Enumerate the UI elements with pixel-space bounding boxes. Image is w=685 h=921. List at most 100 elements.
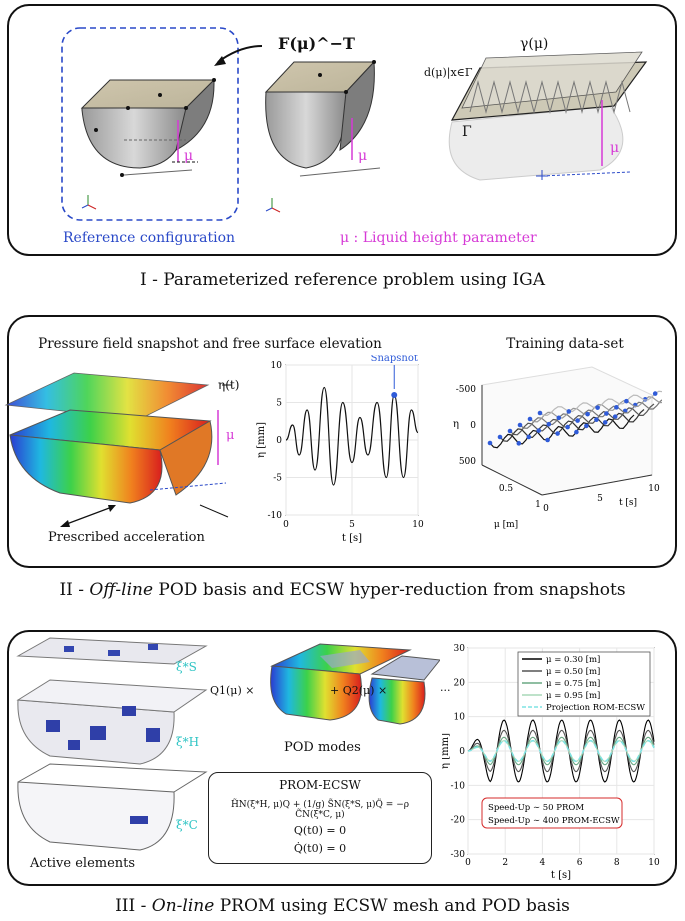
chart2-snapshot-point bbox=[595, 405, 600, 410]
chart2-snapshot-point bbox=[594, 417, 599, 423]
mu-label-ref: μ bbox=[184, 148, 194, 164]
liquid-height-label: μ : Liquid height parameter bbox=[340, 230, 537, 246]
chart3-ytick: 30 bbox=[454, 644, 466, 654]
chart2-snapshot-point bbox=[574, 429, 579, 435]
prom-equation-1: H̃N(ξ*H, μ)Q + (1/g) S̃N(ξ*S, μ)Q̈ = −ρ … bbox=[230, 800, 410, 820]
chart2-zlabel: η bbox=[453, 419, 459, 430]
chart1-xtick: 5 bbox=[349, 520, 355, 530]
chart2-snapshot-point bbox=[527, 416, 533, 422]
chart2-snapshot-point bbox=[546, 421, 552, 427]
pod-modes-graphic bbox=[270, 643, 440, 725]
chart2-snapshot-point bbox=[556, 415, 562, 421]
chart3-xtick: 4 bbox=[540, 858, 546, 868]
prom-equation-2: Q(t0) = 0 bbox=[293, 824, 347, 837]
ellipsis-label: ··· bbox=[440, 684, 451, 697]
chart2-snapshot-point bbox=[536, 428, 542, 433]
prom-ecsw-title: PROM-ECSW bbox=[279, 778, 361, 792]
deformed-shape bbox=[264, 60, 381, 213]
chart2-snapshot-point bbox=[537, 410, 543, 416]
gamma-label: Γ bbox=[462, 124, 472, 140]
chart2-mutick: 1 bbox=[535, 500, 541, 510]
chart1-ytick: 5 bbox=[276, 399, 282, 409]
chart1-ylabel: η [mm] bbox=[256, 422, 267, 458]
gamma-mu-label: γ(μ) bbox=[520, 36, 549, 52]
chart3-xtick: 2 bbox=[502, 858, 508, 868]
chart3-legend-label: μ = 0.50 [m] bbox=[546, 667, 600, 677]
chart2-ttick: 10 bbox=[648, 484, 660, 494]
chart3-legend-label: μ = 0.75 [m] bbox=[546, 679, 600, 689]
caption-panel1: I - Parameterized reference problem usin… bbox=[139, 270, 545, 290]
chart2-ztick: -500 bbox=[456, 385, 476, 395]
chart2-snapshot-point bbox=[497, 434, 503, 440]
chart2-snapshot-point bbox=[487, 440, 493, 446]
chart1-xtick: 0 bbox=[283, 520, 289, 530]
chart1-snapshot-label: Snapshot bbox=[371, 355, 418, 364]
chart1-xlabel: t [s] bbox=[342, 533, 362, 544]
chart2-snapshot-point bbox=[602, 420, 608, 425]
panel1-graphics bbox=[61, 27, 648, 221]
chart3-series-line bbox=[467, 736, 655, 766]
chart2-snapshot-point bbox=[565, 424, 570, 430]
chart2-snapshot-point bbox=[555, 431, 560, 436]
chart1-ytick: -5 bbox=[273, 474, 282, 484]
panel-online bbox=[7, 630, 677, 886]
chart2-snapshot-point bbox=[575, 418, 580, 423]
chart3-series-line bbox=[467, 719, 655, 783]
prom-ecsw-box bbox=[208, 772, 432, 864]
chart2-mulabel: μ [m] bbox=[494, 520, 518, 530]
chart3-ytick: -30 bbox=[451, 850, 466, 860]
panel-offline bbox=[7, 315, 677, 568]
pressure-field-title: Pressure field snapshot and free surface… bbox=[38, 336, 382, 352]
chart3-series-line bbox=[467, 729, 655, 773]
chart3-xtick: 10 bbox=[648, 858, 660, 868]
q1-label: Q1(μ) × bbox=[210, 684, 255, 697]
chart3-ytick: 20 bbox=[454, 678, 466, 688]
panel-reference-problem bbox=[7, 4, 677, 256]
chart2-tlabel: t [s] bbox=[619, 498, 637, 508]
eta-t-label: η(t) bbox=[218, 378, 240, 392]
chart3-legend-box bbox=[517, 651, 651, 717]
caption-panel3: III - On-line PROM using ECSW mesh and P… bbox=[115, 896, 570, 916]
chart2-snapshot-point bbox=[526, 434, 532, 440]
pod-modes-label: POD modes bbox=[284, 740, 361, 755]
training-dataset-title: Training data-set bbox=[506, 336, 624, 352]
xi-h-label: ξ*H bbox=[176, 735, 200, 749]
reference-shape bbox=[80, 78, 216, 210]
chart2-snapshot-point bbox=[507, 428, 513, 434]
q2-label: + Q2(μ) × bbox=[330, 684, 388, 697]
chart3-series-line bbox=[467, 739, 655, 763]
chart3-ytick: -20 bbox=[451, 816, 466, 826]
mu-label-surface: μ bbox=[610, 140, 620, 156]
prescribed-acceleration-label: Prescribed acceleration bbox=[48, 530, 205, 545]
chart2-ttick: 0 bbox=[543, 504, 549, 514]
chart2-taxis bbox=[541, 474, 653, 496]
chart2-ttick: 5 bbox=[597, 494, 603, 504]
chart3-xtick: 8 bbox=[614, 858, 620, 868]
chart2-snapshot-point bbox=[585, 411, 590, 417]
chart1-ytick: 0 bbox=[276, 436, 282, 446]
xi-s-label: ξ*S bbox=[176, 660, 197, 674]
operator-label: F(μ)^−T bbox=[278, 34, 355, 53]
chart3-ytick: -10 bbox=[451, 781, 466, 791]
chart2-snapshot-point bbox=[604, 411, 609, 416]
chart2-snapshot-point bbox=[584, 423, 589, 429]
speedup-ecsw: Speed-Up ∼ 400 PROM-ECSW bbox=[488, 816, 620, 826]
speedup-box bbox=[481, 797, 623, 829]
active-elements-label: Active elements bbox=[30, 856, 136, 871]
chart2-ztick: 500 bbox=[459, 457, 476, 467]
chart2-mutick: 0.5 bbox=[499, 484, 514, 494]
chart1-xtick: 10 bbox=[412, 520, 424, 530]
chart2-snapshot-point bbox=[566, 409, 572, 414]
chart2-series-line bbox=[539, 390, 662, 417]
chart3-ytick: 10 bbox=[454, 713, 466, 723]
chart3-xtick: 6 bbox=[577, 858, 583, 868]
pressure-field-graphic bbox=[4, 372, 232, 527]
reference-configuration-label: Reference configuration bbox=[63, 230, 236, 246]
chart3-legend-label: Projection ROM-ECSW bbox=[546, 703, 645, 713]
prom-equation-3: Q̇(t0) = 0 bbox=[293, 842, 347, 855]
mu-label-panel2: μ bbox=[226, 428, 235, 443]
chart3-xtick: 0 bbox=[465, 858, 471, 868]
chart1-series-line bbox=[285, 386, 419, 486]
